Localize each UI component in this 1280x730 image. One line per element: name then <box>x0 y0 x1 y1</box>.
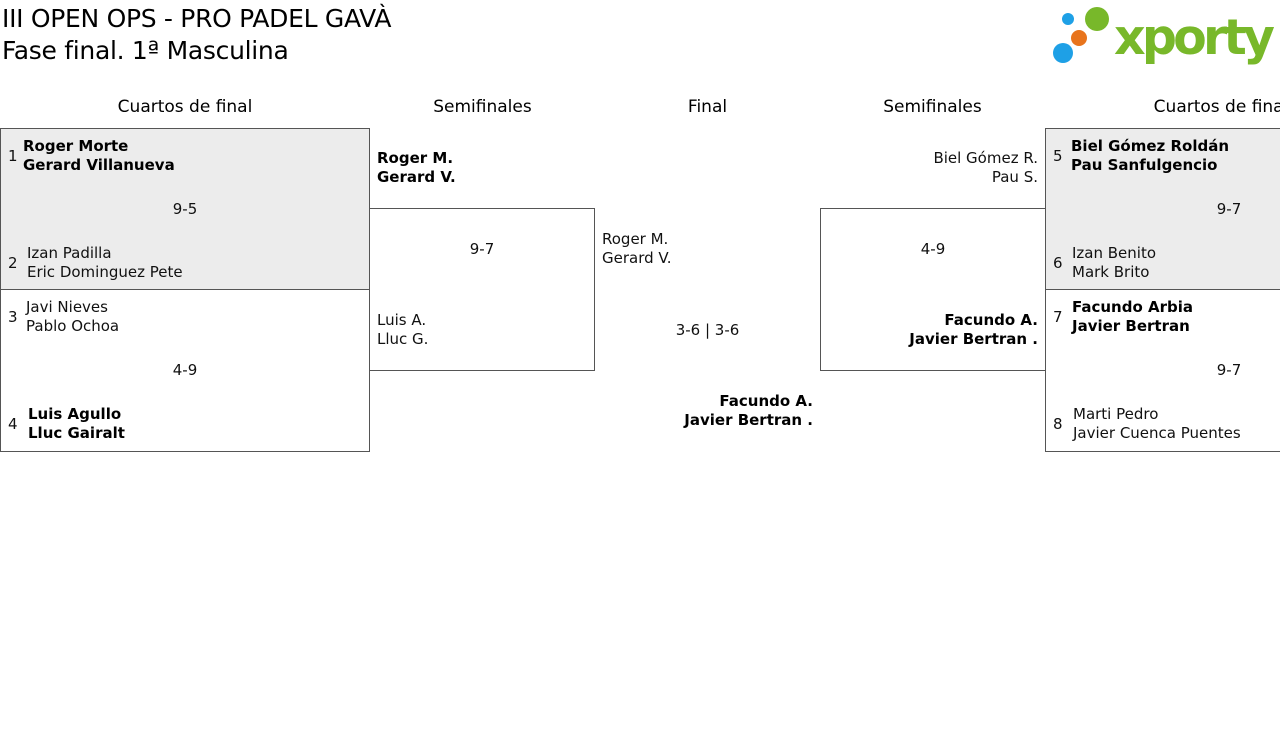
match-score: 4-9 <box>920 240 946 258</box>
player-name: Javier Bertran <box>1072 317 1190 335</box>
match-score: 9-5 <box>172 200 198 218</box>
player-name: Pau S. <box>991 168 1038 186</box>
match-score: 9-7 <box>1216 200 1242 218</box>
seed-number: 6 <box>1053 254 1063 272</box>
player-name: Roger M. <box>602 230 669 248</box>
player-name: Gerard V. <box>602 249 672 267</box>
player-name: Izan Padilla <box>27 244 112 262</box>
match-qf-2[interactable]: 3 Javi Nieves Pablo Ochoa 4-9 4 Luis Agu… <box>0 289 370 452</box>
page-title: III OPEN OPS - PRO PADEL GAVÀ <box>2 4 392 33</box>
player-name: Luis Agullo <box>28 405 122 423</box>
player-name: Izan Benito <box>1072 244 1157 262</box>
player-name: Eric Dominguez Pete <box>27 263 183 281</box>
seed-number: 5 <box>1053 147 1063 165</box>
xporty-logo: xporty <box>1053 7 1276 66</box>
logo-wordmark: xporty <box>1114 9 1275 66</box>
player-name: Luis A. <box>377 311 427 329</box>
seed-number: 4 <box>8 415 18 433</box>
round-header-sf-right: Semifinales <box>883 97 982 117</box>
player-name: Javier Bertran . <box>909 330 1038 348</box>
player-name: Roger Morte <box>23 137 129 155</box>
player-name: Javier Bertran . <box>684 411 813 429</box>
round-header-final: Final <box>687 97 728 117</box>
match-qf-3[interactable]: 5 Biel Gómez Roldán Pau Sanfulgencio 9-7… <box>1045 128 1280 290</box>
match-score: 9-7 <box>1216 361 1242 379</box>
player-name: Pau Sanfulgencio <box>1071 156 1218 174</box>
seed-number: 2 <box>8 254 18 272</box>
page-subtitle: Fase final. 1ª Masculina <box>2 36 289 65</box>
player-name: Javier Cuenca Puentes <box>1073 424 1241 442</box>
player-name: Javi Nieves <box>26 298 108 316</box>
player-name: Mark Brito <box>1072 263 1150 281</box>
player-name: Facundo Arbia <box>1072 298 1194 316</box>
logo-dot-blue-small <box>1062 13 1074 25</box>
match-sf-right[interactable]: 4-9 Facundo A. Javier Bertran . <box>820 208 1046 371</box>
logo-dot-orange <box>1071 30 1087 46</box>
match-sf-right-top: Biel Gómez R. Pau S. <box>820 128 1045 209</box>
player-name: Lluc Gairalt <box>28 424 125 442</box>
player-name: Gerard V. <box>377 168 456 186</box>
seed-number: 3 <box>8 308 18 326</box>
seed-number: 7 <box>1053 308 1063 326</box>
logo-dot-blue <box>1053 43 1073 63</box>
player-name: Pablo Ochoa <box>26 317 120 335</box>
player-name: Facundo A. <box>944 311 1038 329</box>
round-header-sf-left: Semifinales <box>433 97 532 117</box>
match-sf-left-top: Roger M. Gerard V. <box>370 128 595 209</box>
player-name: Biel Gómez R. <box>933 149 1038 167</box>
match-final[interactable]: Roger M. Gerard V. 3-6 | 3-6 Facundo A. … <box>595 208 820 453</box>
match-score: 9-7 <box>469 240 495 258</box>
round-header-qf-right: Cuartos de final <box>1153 97 1280 117</box>
seed-number: 1 <box>8 147 18 165</box>
logo-dot-green <box>1085 7 1109 31</box>
player-name: Biel Gómez Roldán <box>1071 137 1230 155</box>
match-qf-4[interactable]: 7 Facundo Arbia Javier Bertran 9-7 8 Mar… <box>1045 289 1280 452</box>
match-sf-left[interactable]: 9-7 Luis A. Lluc G. <box>369 208 595 371</box>
player-name: Marti Pedro <box>1073 405 1159 423</box>
seed-number: 8 <box>1053 415 1063 433</box>
player-name: Lluc G. <box>377 330 429 348</box>
player-name: Facundo A. <box>719 392 813 410</box>
match-score: 3-6 | 3-6 <box>675 321 740 339</box>
match-qf-1[interactable]: 1 Roger Morte Gerard Villanueva 9-5 2 Iz… <box>0 128 370 290</box>
round-header-qf-left: Cuartos de final <box>117 97 253 117</box>
player-name: Gerard Villanueva <box>23 156 175 174</box>
player-name: Roger M. <box>377 149 454 167</box>
match-score: 4-9 <box>172 361 198 379</box>
